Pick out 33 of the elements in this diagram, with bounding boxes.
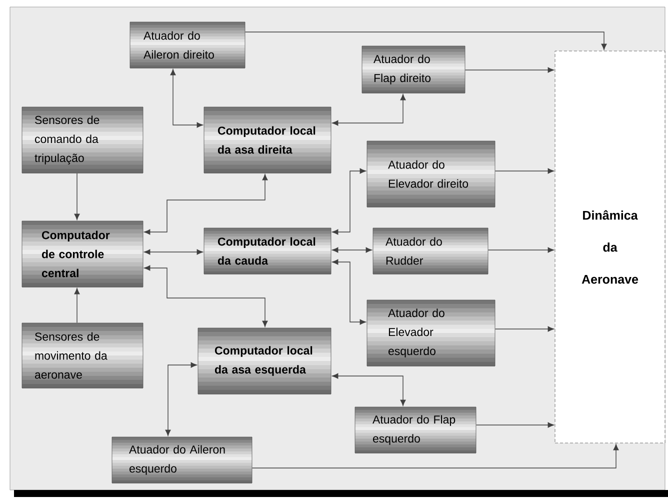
actuator-box: Atuador do Flap esquerdo: [354, 406, 476, 454]
actuator-box: Atuador do Rudder: [372, 228, 488, 274]
computer-box: Computador local da asa direita: [204, 106, 332, 174]
arrow: [494, 168, 554, 174]
computer-box: Computador local da asa esquerda: [198, 328, 332, 394]
arrow: [252, 444, 619, 468]
arrow: [144, 174, 268, 235]
actuator-box: Atuador do Elevador esquerdo: [366, 300, 496, 366]
arrow: [74, 172, 80, 220]
actuator-box: Atuador do Aileron esquerdo: [112, 436, 252, 484]
arrow: [488, 247, 554, 253]
arrow: [74, 288, 80, 324]
arrow: [170, 69, 203, 128]
arrow: [332, 168, 366, 235]
arrow: [476, 422, 554, 428]
computer-box: Computador de controle central: [22, 220, 144, 288]
arrow: [494, 326, 554, 332]
arrow: [165, 362, 197, 436]
actuator-box: Atuador do Flap direito: [362, 46, 466, 94]
arrow: [332, 94, 406, 126]
sensor-box: Sensores de comando da tripulação: [22, 106, 144, 174]
arrow: [144, 265, 268, 327]
arrow: [332, 259, 366, 325]
arrow: [144, 249, 203, 255]
arrow: [244, 32, 607, 50]
actuator-box: Atuador do Aileron direito: [130, 22, 246, 68]
dynamics-box: Dinâmica da Aeronave: [554, 50, 666, 444]
sensor-box: Sensores de movimento da aeronave: [22, 322, 144, 388]
arrow: [332, 373, 406, 406]
computer-box: Computador local da cauda: [204, 228, 332, 274]
arrow: [332, 247, 372, 253]
actuator-box: Atuador do Elevador direito: [366, 140, 496, 208]
arrow: [464, 67, 554, 73]
